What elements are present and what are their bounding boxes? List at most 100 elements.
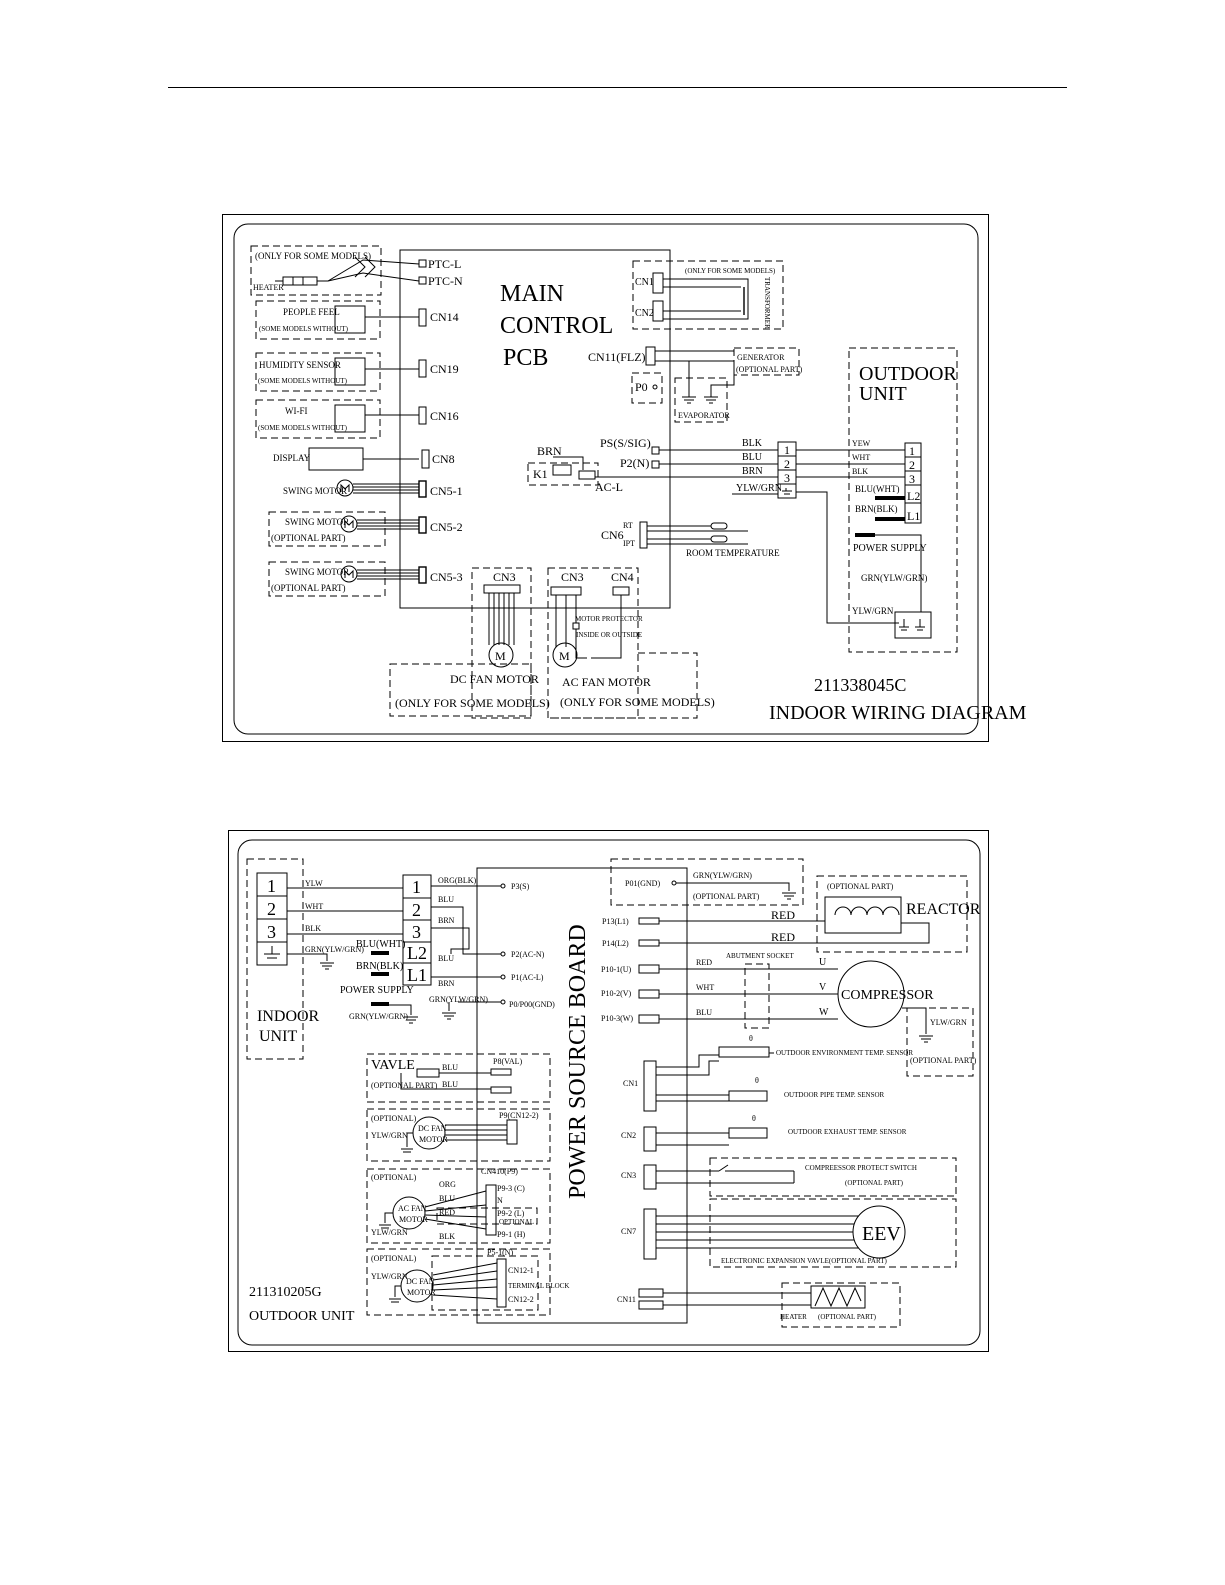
comp-w: W	[819, 1007, 829, 1018]
swing-motor-2-label: SWING MOTOR	[285, 517, 349, 527]
switch-cn3-label: CN3	[621, 1171, 636, 1180]
ac-fan-optional: (OPTIONAL)	[371, 1173, 417, 1182]
heater-label: HEATER	[253, 283, 284, 292]
cn410-label: CN410(P9)	[481, 1167, 518, 1176]
cn5-3-label: CN5-3	[430, 570, 463, 584]
transformer-cn2: CN2	[635, 308, 654, 319]
k1-group	[527, 462, 599, 486]
wire-blu-2: BLU	[438, 954, 454, 963]
people-feel-group	[255, 300, 381, 340]
wire-brn-1: BRN	[438, 916, 455, 925]
wire-yew: YEW	[852, 439, 871, 448]
heater-element	[810, 1285, 866, 1309]
switch-label: COMPREESSOR PROTECT SWITCH	[805, 1164, 917, 1172]
generator-group	[733, 347, 800, 376]
cn5-2-label: CN5-2	[430, 520, 463, 534]
sensor-cn1-label: CN1	[623, 1079, 638, 1088]
eev-symbol	[852, 1205, 906, 1259]
humidity-sensor-group	[255, 352, 381, 392]
theta-pipe: θ	[755, 1076, 759, 1085]
terminal-block-label: TERMINAL BLOCK	[508, 1282, 569, 1290]
ac-fan-motor-symbol	[552, 642, 578, 668]
humidity-sensor-note: (SOME MODELS WITHOUT)	[258, 377, 348, 385]
compressor-label: COMPRESSOR	[841, 988, 934, 1003]
wire-blk: BLK	[305, 924, 321, 933]
out-power-supply: POWER SUPPLY	[340, 985, 414, 996]
p14-label: P14(L2)	[602, 939, 629, 948]
theta-exhaust: θ	[752, 1114, 756, 1123]
n-label: N	[497, 1196, 503, 1205]
out-terminal-l1: L1	[907, 509, 920, 523]
wire-brn: BRN	[742, 466, 763, 477]
wire-org-blk: ORG(BLK)	[438, 876, 477, 885]
cn12-1-label: CN12-1	[508, 1266, 534, 1275]
swing-motor-1-symbol	[336, 479, 354, 497]
dc-fan-m: M	[495, 649, 506, 663]
dc-fan-1-group	[366, 1108, 551, 1162]
out-terminal-2: 2	[909, 458, 915, 472]
ac-fan-cn4: CN4	[611, 570, 634, 584]
ac-fan-group	[366, 1168, 551, 1244]
indoor-diagram: MAIN CONTROL PCB (ONLY FOR SOME MODELS) …	[233, 223, 1027, 735]
humidity-sensor-module	[334, 357, 366, 386]
swing-motor-2-note: (OPTIONAL PART)	[271, 533, 346, 543]
ac-fan-symbol	[392, 1196, 426, 1230]
ac-fan-label: AC FAN MOTOR	[562, 675, 651, 689]
ac-fan-note: (ONLY FOR SOME MODELS)	[560, 695, 715, 709]
indoor-unit-label-2: UNIT	[259, 1028, 297, 1045]
left-terminal-3: 3	[267, 922, 276, 942]
inside-outside-label: INSIDE OR OUTSIDE	[576, 631, 642, 639]
compressor-symbol	[837, 960, 905, 1028]
indoor-diagram-title: INDOOR WIRING DIAGRAM	[769, 702, 1027, 724]
generator-note: (OPTIONAL PART)	[736, 365, 803, 374]
dc-fan-1-ylw-grn: YLW/GRN	[371, 1131, 408, 1140]
red-label-2: RED	[771, 930, 795, 944]
cn11-label: CN11(FLZ)	[588, 350, 646, 364]
terminal-1: 1	[784, 443, 790, 457]
wire-blk-right: BLK	[852, 467, 868, 476]
vavle-blu-1: BLU	[442, 1063, 458, 1072]
optional-small-label: OPTIONAL	[499, 1218, 534, 1226]
comp-red: RED	[696, 958, 712, 967]
out-blu-wht: BLU(WHT)	[855, 484, 900, 494]
k1-brn-label: BRN	[537, 444, 562, 458]
dc-fan-1-optional: (OPTIONAL)	[371, 1114, 417, 1123]
dc-fan-2-group	[366, 1248, 551, 1316]
p8-val-label: P8(VAL)	[493, 1057, 523, 1066]
wire-grn-ylw-grn: GRN(YLW/GRN)	[429, 995, 488, 1004]
pcb-title-line1: MAIN	[500, 281, 564, 307]
main-pcb-box	[399, 249, 671, 609]
p01-gnd-label: P01(GND)	[625, 879, 660, 888]
outdoor-unit-group	[848, 347, 958, 653]
ipt-label: IPT	[623, 539, 635, 548]
heater-only-some-models: (ONLY FOR SOME MODELS)	[255, 251, 371, 261]
transformer-note: (ONLY FOR SOME MODELS)	[685, 267, 776, 275]
indoor-diagram-frame: MAIN CONTROL PCB (ONLY FOR SOME MODELS) …	[222, 214, 1027, 742]
heater-optional: (OPTIONAL PART)	[818, 1313, 877, 1321]
room-temperature-label: ROOM TEMPERATURE	[686, 548, 780, 558]
sensor-env-label: OUTDOOR ENVIRONMENT TEMP. SENSOR	[776, 1049, 913, 1057]
ac-fan-label-2: MOTOR	[399, 1215, 428, 1224]
abutment-socket-label: ABUTMENT SOCKET	[726, 952, 794, 960]
ac-fan-blu: BLU	[439, 1194, 455, 1203]
wire-blu: BLU	[742, 452, 763, 463]
ac-fan-label-1: AC FAN	[398, 1204, 427, 1213]
dc-fan-note: (ONLY FOR SOME MODELS)	[395, 696, 550, 710]
dc-fan-cn3: CN3	[493, 570, 516, 584]
p10-1-label: P10-1(U)	[601, 965, 632, 974]
eev-description: ELECTRONIC EXPANSION VAVLE(OPTIONAL PART…	[721, 1257, 888, 1265]
display-module	[308, 447, 364, 471]
eev-cn7-label: CN7	[621, 1227, 636, 1236]
humidity-sensor-label: HUMIDITY SENSOR	[259, 360, 341, 370]
out-grn-ylw-grn-left: GRN(YLW/GRN)	[349, 1012, 408, 1021]
heater-element	[282, 276, 318, 286]
wire-wht: WHT	[305, 902, 323, 911]
rt-label: RT	[623, 521, 633, 530]
ac-l-label: AC-L	[595, 480, 623, 494]
terminal-2: 2	[784, 457, 790, 471]
comp-u: U	[819, 957, 827, 968]
out-ylw-grn: YLW/GRN	[852, 606, 894, 616]
sensor-cn2-label: CN2	[621, 1131, 636, 1140]
wire-ylw: YLW	[305, 879, 323, 888]
compressor-ground-group	[906, 1007, 974, 1077]
